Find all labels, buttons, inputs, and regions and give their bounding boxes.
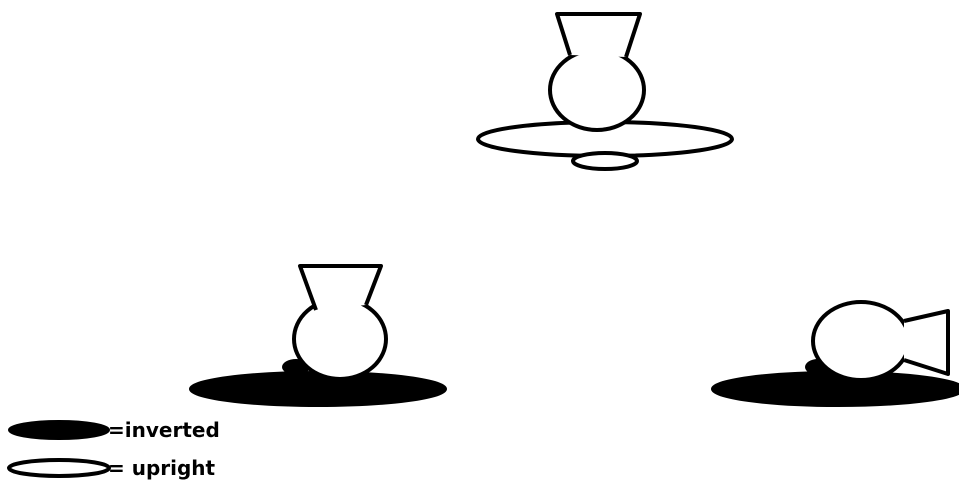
cone-shape — [300, 266, 381, 310]
inverted-plate — [190, 372, 446, 406]
inverted-plate — [712, 372, 959, 406]
head-circle — [550, 50, 644, 130]
cone-shape — [904, 311, 948, 374]
figure-inverted-right — [712, 302, 959, 406]
head-circle — [813, 302, 909, 380]
legend-upright-swatch — [9, 460, 109, 476]
figure-inverted-left — [190, 266, 446, 406]
cone-shape — [557, 14, 640, 57]
legend-inverted-label: =inverted — [108, 420, 220, 440]
figure-upright-top — [478, 14, 732, 169]
head-circle — [294, 299, 386, 379]
upright-small-base — [573, 153, 637, 169]
legend-upright-label: = upright — [108, 458, 215, 478]
legend-inverted-swatch — [9, 421, 109, 439]
